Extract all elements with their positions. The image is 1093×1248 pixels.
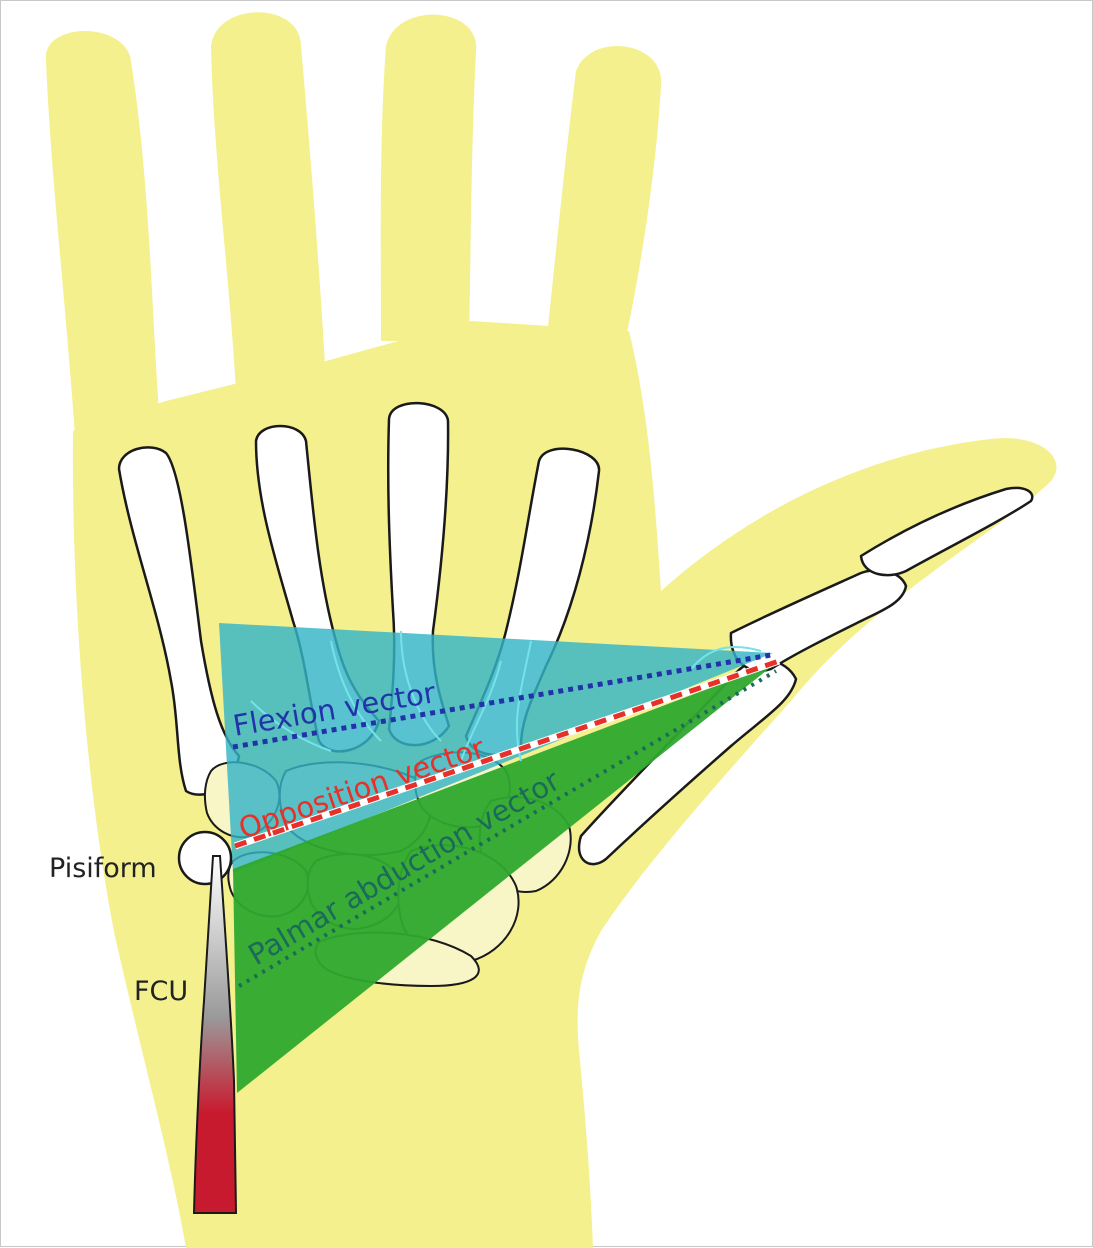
palmar-abduction-region [233,663,776,1093]
opposition-vector-line [234,658,780,849]
ring-finger [211,12,326,391]
flexion-vector-line [232,652,772,750]
little-finger [45,31,161,451]
fcu-muscle [192,855,238,1214]
proximal-phalanx-thumb [729,569,908,672]
pisiform-label: Pisiform [49,853,157,884]
thumb-bones [577,486,1034,866]
index-finger [546,45,662,361]
pisiform-bone [177,830,233,886]
fcu-label: FCU [134,976,188,1007]
flexion-region [219,623,773,873]
middle-finger [380,14,477,341]
distal-phalanx-thumb [859,486,1034,577]
